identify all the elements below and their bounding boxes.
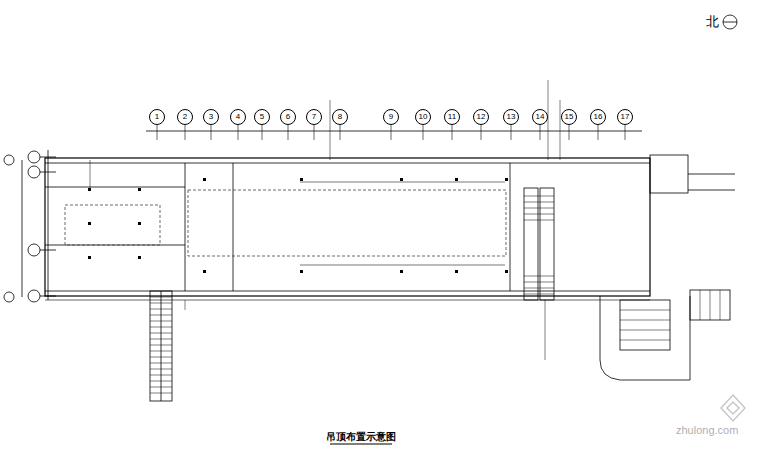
axis-number: 6 [286, 113, 290, 121]
axis-number: 15 [565, 113, 574, 121]
axis-bubble: 16 [590, 109, 606, 125]
axis-bubble: 13 [503, 109, 519, 125]
axis-number: 11 [448, 113, 456, 121]
axis-bubble: 15 [561, 109, 577, 125]
axis-bubble: 11 [444, 109, 460, 125]
axis-number: 9 [389, 113, 393, 121]
axis-bubble: 8 [332, 109, 348, 125]
north-arrow [723, 15, 737, 29]
axis-number: 13 [507, 113, 516, 121]
axis-bubble: 10 [415, 109, 431, 125]
watermark: zhulong.com [676, 424, 738, 436]
watermark-logo [721, 395, 745, 421]
station-outline [45, 158, 650, 296]
leader-lines [90, 80, 560, 360]
bottom-dimension [45, 300, 650, 301]
axis-number: 16 [594, 113, 603, 121]
axis-bubble: 17 [617, 109, 633, 125]
axis-bubble: 4 [230, 109, 246, 125]
axis-bubble: 6 [280, 109, 296, 125]
left-axis [4, 150, 56, 302]
axis-bubble: 14 [532, 109, 548, 125]
axis-number: 5 [260, 113, 264, 121]
axis-number: 4 [236, 113, 240, 121]
north-label: 北 [706, 15, 719, 29]
axis-bubble: 9 [383, 109, 399, 125]
caption-underline [330, 444, 392, 445]
left-stair [150, 291, 172, 401]
right-exit [600, 155, 735, 380]
columns [88, 178, 508, 273]
axis-bubble: 12 [473, 109, 489, 125]
drawing-title: 吊顶布置示意图 [326, 431, 396, 442]
axis-bubble: 2 [177, 109, 193, 125]
axis-dimension-line [146, 125, 642, 140]
axis-number: 10 [419, 113, 428, 121]
axis-number: 8 [338, 113, 342, 121]
axis-number: 1 [155, 113, 159, 121]
axis-number: 12 [477, 113, 486, 121]
axis-bubble: 1 [149, 109, 165, 125]
axis-number: 14 [536, 113, 545, 121]
axis-bubble: 3 [203, 109, 219, 125]
axis-number: 3 [209, 113, 213, 121]
axis-number: 2 [183, 113, 187, 121]
axis-bubble: 7 [306, 109, 322, 125]
axis-number: 7 [312, 113, 316, 121]
axis-number: 17 [621, 113, 630, 121]
axis-bubble: 5 [254, 109, 270, 125]
escalators [524, 188, 554, 300]
